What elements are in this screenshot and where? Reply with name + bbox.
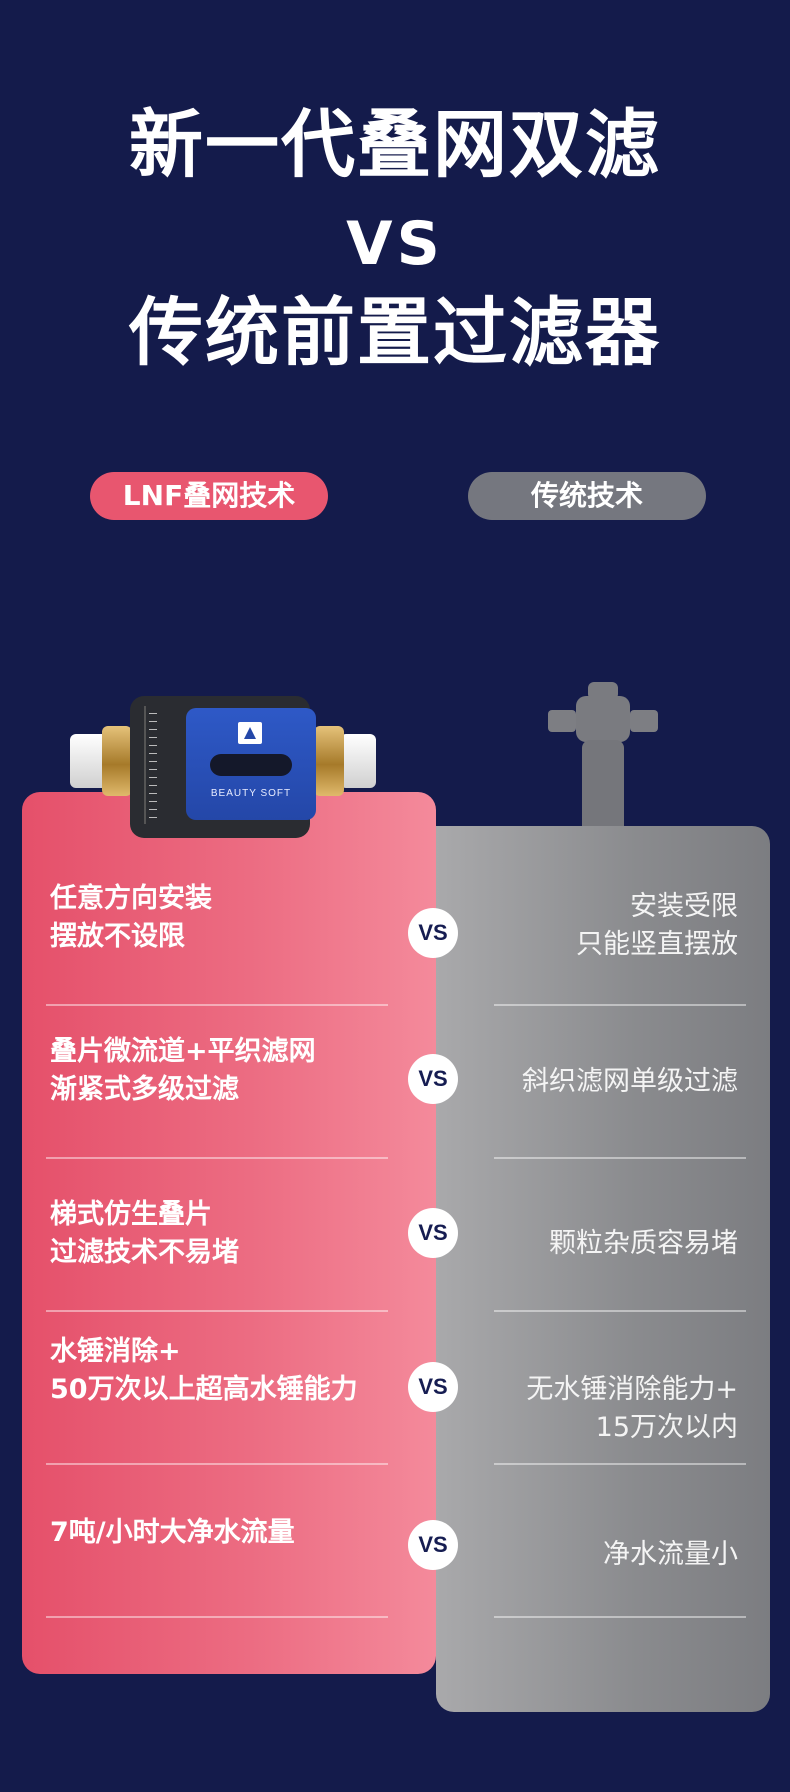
pipe-right <box>340 734 376 788</box>
brand-logo-icon <box>238 722 262 744</box>
lnf-feature-5: 7吨/小时大净水流量 <box>50 1517 295 1548</box>
divider-right-5 <box>494 1616 746 1618</box>
traditional-feature-4: 无水锤消除能力+ 15万次以内 <box>526 1374 738 1443</box>
lnf-feature-4: 水锤消除+ 50万次以上超高水锤能力 <box>50 1336 358 1405</box>
traditional-panel <box>436 826 770 1712</box>
pipe-left <box>70 734 108 788</box>
traditional-feature-3: 颗粒杂质容易堵 <box>549 1228 738 1259</box>
traditional-feature-2: 斜织滤网单级过滤 <box>522 1066 738 1097</box>
traditional-feature-5: 净水流量小 <box>603 1539 738 1570</box>
vs-badge-1: VS <box>408 908 458 958</box>
lnf-filter-image: BEAUTY SOFT <box>62 696 382 838</box>
filter-face: BEAUTY SOFT <box>186 708 316 820</box>
title-line-1: 新一代叠网双滤 <box>129 102 661 188</box>
vs-badge-5: VS <box>408 1520 458 1570</box>
vs-badge-2: VS <box>408 1054 458 1104</box>
traditional-feature-1: 安装受限 只能竖直摆放 <box>576 891 738 960</box>
divider-left-3 <box>46 1310 388 1312</box>
lnf-feature-2: 叠片微流道+平织滤网 渐紧式多级过滤 <box>50 1036 316 1105</box>
divider-left-1 <box>46 1004 388 1006</box>
traditional-tech-tab[interactable]: 传统技术 <box>468 472 706 520</box>
lnf-tech-tab[interactable]: LNF叠网技术 <box>90 472 328 520</box>
lnf-feature-1: 任意方向安装 摆放不设限 <box>50 883 212 952</box>
divider-left-4 <box>46 1463 388 1465</box>
vs-badge-4: VS <box>408 1362 458 1412</box>
title-line-3: 传统前置过滤器 <box>129 290 661 376</box>
brass-nut-left <box>102 726 132 796</box>
divider-left-2 <box>46 1157 388 1159</box>
filter-window <box>210 754 292 776</box>
divider-right-1 <box>494 1004 746 1006</box>
lnf-panel <box>22 792 436 1674</box>
divider-right-4 <box>494 1463 746 1465</box>
filter-body: BEAUTY SOFT <box>130 696 316 838</box>
lnf-feature-3: 梯式仿生叠片 过滤技术不易堵 <box>50 1199 239 1268</box>
vs-badge-3: VS <box>408 1208 458 1258</box>
divider-right-3 <box>494 1310 746 1312</box>
title-vs: VS <box>346 209 444 279</box>
brand-text: BEAUTY SOFT <box>210 788 292 799</box>
scale-gauge <box>144 706 178 824</box>
brass-nut-right <box>314 726 344 796</box>
divider-right-2 <box>494 1157 746 1159</box>
divider-left-5 <box>46 1616 388 1618</box>
